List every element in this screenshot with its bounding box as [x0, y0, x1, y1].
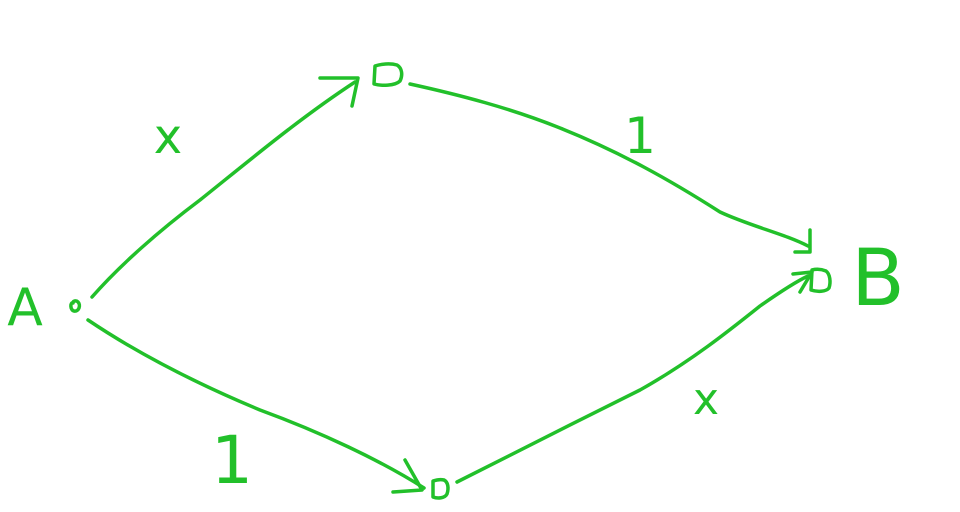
edge-weight-bottom-to-b: x [693, 374, 719, 425]
node-a-circle [69, 299, 82, 313]
node-b-label: B [851, 234, 905, 324]
edge-a-to-top [90, 76, 360, 299]
edge-weight-top-to-b: 1 [624, 107, 656, 165]
node-a-label: A [7, 278, 43, 338]
node-bottom-circle [431, 477, 450, 500]
edge-a-to-bottom [86, 318, 426, 494]
edge-top-to-b [408, 82, 812, 254]
node-top-circle [372, 62, 404, 87]
node-b-circle [809, 267, 832, 294]
edge-bottom-to-b [455, 270, 814, 484]
edge-weight-a-to-bottom: 1 [211, 422, 253, 499]
edge-weight-a-to-top: x [154, 109, 182, 165]
